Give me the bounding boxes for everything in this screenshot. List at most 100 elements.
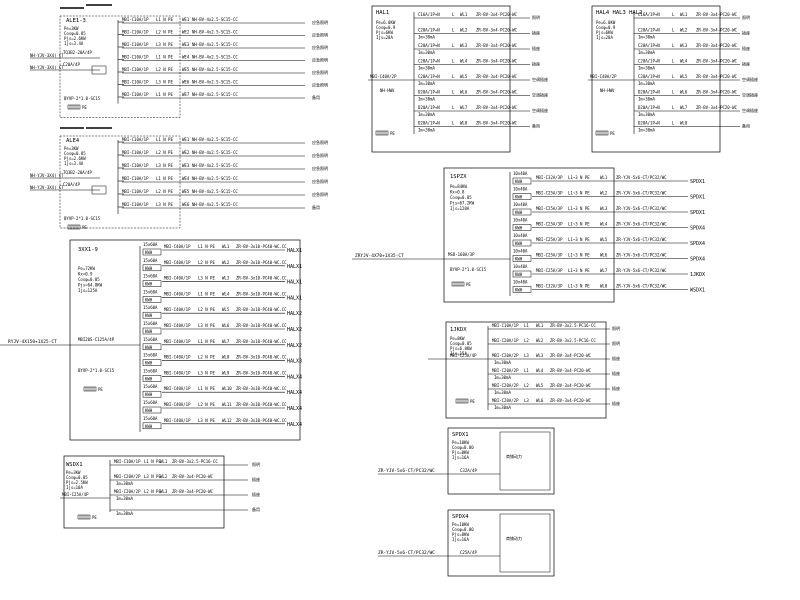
circuit-id: WL5 bbox=[460, 74, 468, 79]
circuit-phase: L bbox=[452, 90, 455, 95]
kwh-label: KWH bbox=[515, 257, 523, 262]
kwh-label: KWH bbox=[145, 408, 153, 413]
circuit-id: WE4 bbox=[182, 55, 190, 60]
circuit-cable: NH-BV-4x2.5-SC15-CC bbox=[192, 67, 238, 72]
circuit-load: WSDX1 bbox=[690, 288, 705, 294]
circuit-load: HALX4 bbox=[287, 406, 302, 412]
circuit-phase: L bbox=[452, 43, 455, 48]
switch-box bbox=[91, 65, 107, 75]
kwh-meter bbox=[142, 280, 162, 287]
circuit-breaker: MBI-C40A/1P bbox=[164, 370, 191, 375]
circuit-cable: ZR-BV-3x4-PC20-WC bbox=[476, 12, 518, 17]
circuit-breaker: MBI-C10A/1P bbox=[122, 189, 149, 194]
circuit-phase: L bbox=[452, 105, 455, 110]
panel-param: Pe=6.0KW bbox=[596, 20, 616, 25]
circuit-id: WL2 bbox=[460, 28, 468, 33]
circuit-phase: L2 N PE bbox=[156, 67, 173, 72]
kwh-meter bbox=[142, 264, 162, 272]
circuit-load: 插座 bbox=[532, 45, 540, 51]
circuit-load: 应急照明 bbox=[312, 82, 328, 88]
pe-terminal: PE bbox=[375, 130, 395, 136]
panel-name: WSDX1 bbox=[66, 462, 83, 468]
circuit-id: WE6 bbox=[182, 80, 190, 85]
circuit-load: 应急照明 bbox=[312, 165, 328, 171]
circuit-load: 插座 bbox=[612, 385, 620, 391]
circuit-breaker: D20A/1P+N bbox=[418, 121, 440, 126]
meter-rating: 10x40A bbox=[513, 187, 528, 192]
circuit-cable: ZR-YJV-5x6-CT/PC32/WC bbox=[616, 253, 667, 258]
incomer-label: NH-YJV-3X4) CT bbox=[30, 185, 64, 190]
circuit-breaker: MBI-C40A/1P bbox=[164, 260, 191, 265]
circuit-cable: NH-BV-4x2.5-SC15-CC bbox=[192, 189, 238, 194]
circuit-load: 照明 bbox=[612, 341, 620, 346]
circuit-load: HALX1 bbox=[287, 264, 302, 270]
rcd-rating: Im=30mA bbox=[638, 97, 655, 102]
circuit-load: SPDX1 bbox=[690, 210, 705, 216]
circuit-breaker: MBI-C40A/1P bbox=[164, 402, 191, 407]
pe-terminal: PE bbox=[451, 281, 471, 287]
panel-param: Cosφ=0.9 bbox=[376, 25, 396, 30]
circuit-cable: ZR-BV-3x4-PC20-WC bbox=[696, 28, 738, 33]
circuit-phase: L3 N PE bbox=[198, 418, 215, 423]
circuit-id: WL2 bbox=[536, 338, 544, 343]
rcd-rating: Im=30mA bbox=[638, 66, 655, 71]
circuit-phase: L2 N PE bbox=[156, 30, 173, 35]
circuit-id: WL8 bbox=[460, 121, 468, 126]
enclosure bbox=[63, 455, 225, 529]
circuit-phase: L1 bbox=[524, 323, 529, 328]
circuit-load: 1JKDX bbox=[690, 272, 705, 278]
panel-1jkdx: 1JKDXPe=8KWCosφ=0.85Pjs=6.8KWIjs=15AMBI-… bbox=[428, 321, 620, 419]
circuit-cable: ZR-YJV-5x6-CT/PC32/WC bbox=[616, 268, 667, 273]
main-breaker-label: C20A/4P bbox=[63, 62, 80, 67]
circuit-cable: ZR-BV-3x10-PC40-WC.CC bbox=[236, 323, 287, 328]
circuit-phase: L bbox=[672, 121, 675, 126]
circuit-load: 空调插座 bbox=[532, 76, 548, 82]
circuit-breaker: MBI-C10A/1P bbox=[122, 17, 149, 22]
panel-param: Ijs=10A bbox=[66, 485, 83, 490]
rcd-rating: Im=30mA bbox=[494, 360, 511, 365]
meter-rating: 15x60A bbox=[143, 368, 158, 373]
meter-rating: 15x60A bbox=[143, 321, 158, 326]
circuit-id: WE3 bbox=[182, 163, 190, 168]
circuit-load: SPDX1 bbox=[690, 179, 705, 185]
circuit-cable: ZR-BV-3x4-PC20-WC bbox=[476, 59, 518, 64]
circuit-load: 插座 bbox=[742, 61, 750, 67]
circuit-id: WL10 bbox=[222, 386, 232, 391]
load-box bbox=[499, 513, 551, 573]
circuit-load: HALX4 bbox=[287, 390, 302, 396]
load-label: 商铺动力 bbox=[506, 453, 522, 459]
meter-rating: 15x60A bbox=[143, 337, 158, 342]
circuit-cable: ZR-BV-3x4-PC20-WC bbox=[550, 353, 592, 358]
circuit-phase: L1~3 N PE bbox=[568, 222, 590, 227]
panel-param: Ijs=125A bbox=[78, 288, 98, 293]
circuit-id: WL3 bbox=[160, 489, 168, 494]
panel-name: 1SPZX bbox=[450, 174, 467, 180]
kwh-meter bbox=[512, 239, 532, 247]
panel-param: Pjs=6KW bbox=[376, 30, 393, 35]
circuit-load: 插座 bbox=[742, 45, 750, 51]
pe-terminal: PE bbox=[83, 386, 103, 392]
circuit-phase: L1 bbox=[524, 368, 529, 373]
panel-name: 3XX1-9 bbox=[78, 247, 98, 253]
enclosure bbox=[447, 509, 555, 577]
circuit-cable: ZR-BV-3x4-PC20-WC bbox=[550, 383, 592, 388]
panel-ale4: ALE4Pe=3KWCosφ=0.85Pjs=2.6KWIjs=3.4ANH-Y… bbox=[30, 127, 328, 230]
circuit-cable: NH-BV-4x2.5-SC15-CC bbox=[192, 163, 238, 168]
circuit-phase: L3 bbox=[524, 353, 529, 358]
circuit-id: WL4 bbox=[680, 59, 688, 64]
circuit-phase: L2 bbox=[524, 338, 529, 343]
circuit-phase: L bbox=[672, 12, 675, 17]
circuit-cable: NH-BV-4x2.5-SC15-CC bbox=[192, 42, 238, 47]
kwh-label: KWH bbox=[145, 313, 153, 318]
circuit-load: 空调插座 bbox=[532, 92, 548, 98]
panel-1spzx: 1SPZXPe=84KWKx=0.8Cosφ=0.85Pjs=67.2KWIjs… bbox=[352, 167, 705, 303]
circuit-cable: ZR-BV-3x4-PC20-WC bbox=[696, 74, 738, 79]
kwh-meter bbox=[142, 375, 162, 382]
rcd-rating: Im=30mA bbox=[638, 112, 655, 117]
circuit-phase: L2 N PE bbox=[156, 150, 173, 155]
circuit-id: WL2 bbox=[160, 474, 168, 479]
circuit-breaker: MBI-C40A/1P bbox=[164, 323, 191, 328]
kwh-label: KWH bbox=[145, 376, 153, 381]
circuit-id: WL8 bbox=[600, 284, 608, 289]
kwh-meter bbox=[142, 390, 162, 398]
